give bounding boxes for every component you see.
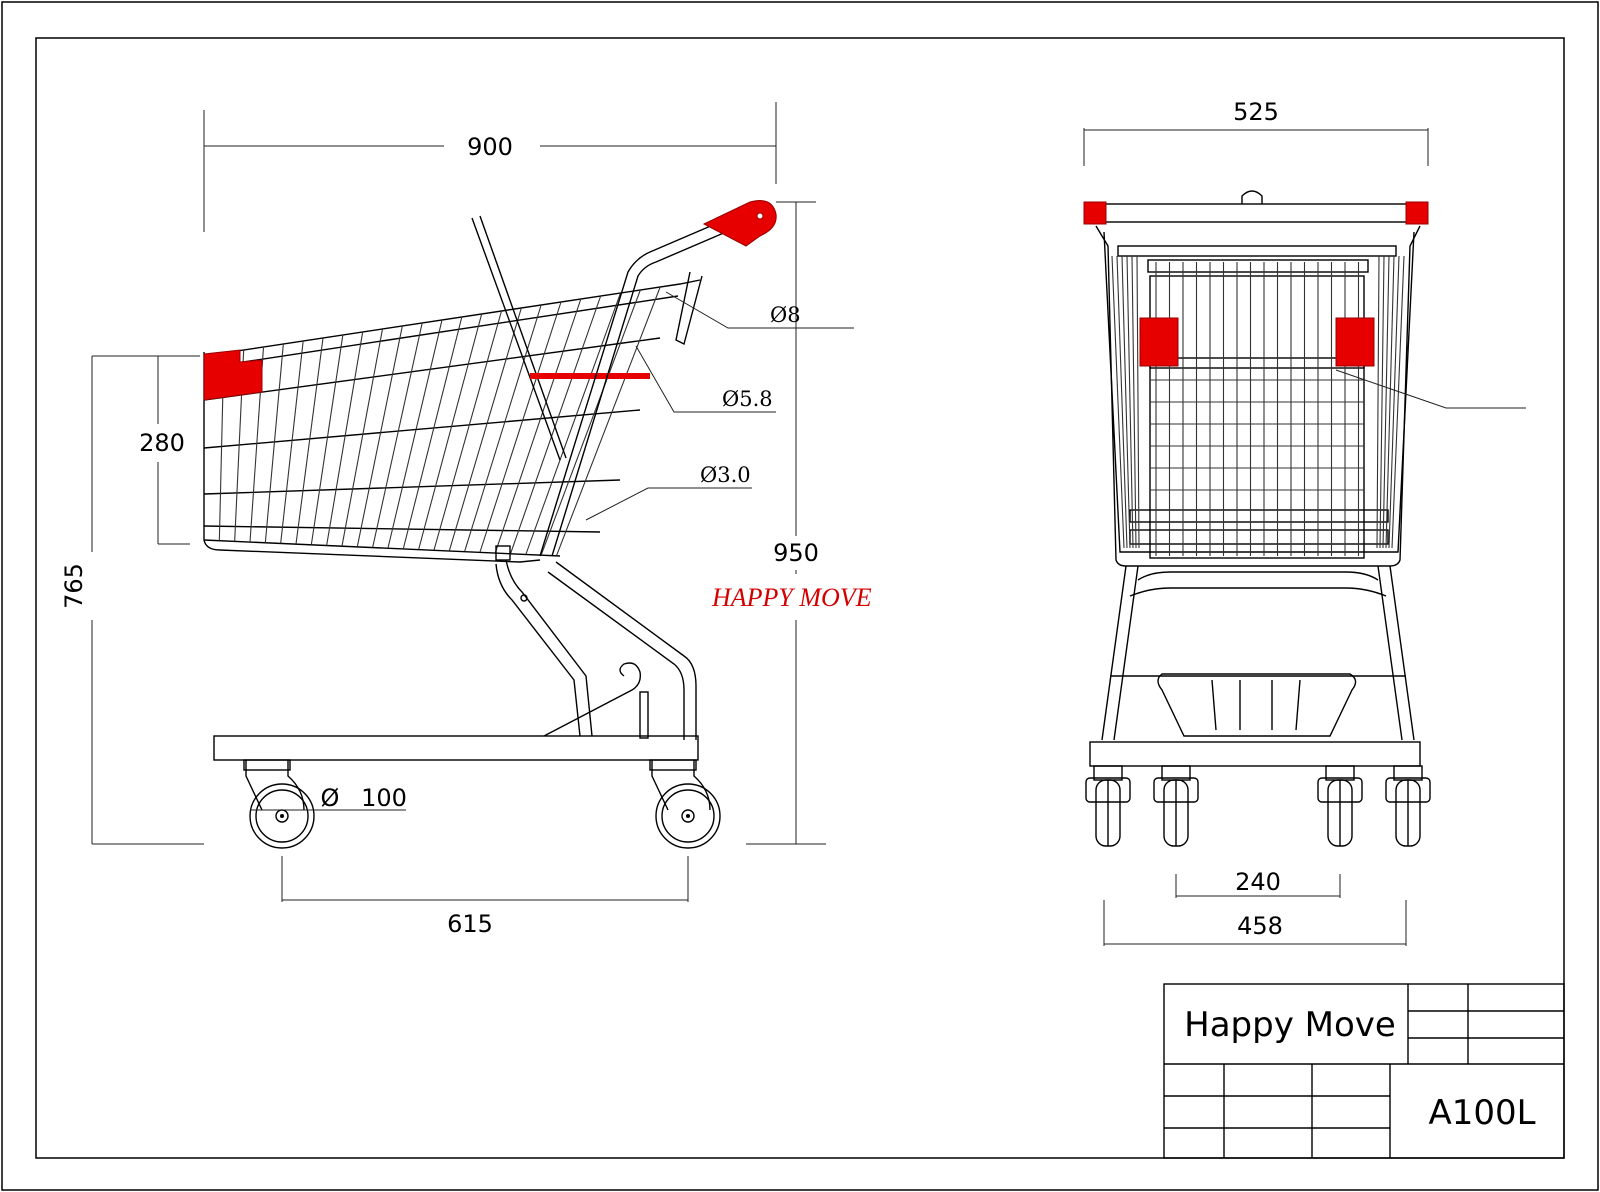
side-basket-wire <box>418 313 483 550</box>
side-basket-wire <box>433 310 503 551</box>
front-dimensions: 525 240 458 <box>1083 98 1429 946</box>
wheel-dia-symbol: Ø <box>321 784 340 812</box>
front-basket <box>1095 225 1526 567</box>
dim-basket-height-label: 280 <box>139 429 185 457</box>
front-side-wire <box>1131 255 1137 549</box>
side-basket-wires <box>218 286 661 556</box>
title-block: Happy Move A100L <box>1163 983 1565 1159</box>
side-basket <box>203 215 701 563</box>
side-basket-wire <box>479 301 562 553</box>
dim-length-label: 900 <box>467 133 513 161</box>
dim-wheelbase-label: 615 <box>447 910 493 938</box>
front-side-wire <box>1385 255 1395 549</box>
side-basket-wire <box>372 322 423 548</box>
front-side-wire <box>1382 255 1390 549</box>
front-side-wire <box>1116 255 1128 549</box>
front-right-red-cap <box>1405 201 1429 225</box>
side-dimensions: 900 280 765 950 615 <box>60 102 854 938</box>
dim-total-height-label: 950 <box>773 539 819 567</box>
front-left-red-block <box>1139 317 1179 367</box>
side-basket-wire <box>310 334 344 545</box>
side-base-tray <box>213 735 699 761</box>
side-basket-wire <box>280 340 304 544</box>
title-block-model: A100L <box>1428 1093 1535 1133</box>
side-basket-wire <box>556 286 661 556</box>
dim-width-label: 525 <box>1233 98 1279 126</box>
front-right-red-block <box>1335 317 1375 367</box>
side-basket-wire <box>525 292 622 555</box>
dim-inner-wheels-label: 240 <box>1235 868 1281 896</box>
side-view: 900 280 765 950 615 <box>60 102 872 938</box>
side-basket-wire <box>264 343 284 543</box>
side-front-wheel <box>649 759 721 849</box>
front-side-wire <box>1126 255 1134 549</box>
front-caster-3 <box>1317 765 1363 847</box>
drawing-frame <box>35 37 1565 1159</box>
front-left-red-cap <box>1083 201 1107 225</box>
side-basket-wire <box>326 331 364 546</box>
dim-outer-wheels-label: 458 <box>1237 912 1283 940</box>
side-basket-wire <box>464 304 542 552</box>
front-side-wire <box>1388 255 1400 549</box>
front-handle-bar <box>1083 190 1429 225</box>
side-basket-wire <box>387 319 443 549</box>
front-caster-1 <box>1085 765 1131 847</box>
front-view: 525 240 458 <box>1083 98 1526 946</box>
callout-wire-3-0: Ø3.0 <box>700 463 751 487</box>
side-basket-wire <box>341 328 384 547</box>
side-push-handle <box>539 200 777 557</box>
side-chassis <box>213 545 699 761</box>
front-casters <box>1085 765 1431 847</box>
side-basket-wire <box>494 298 582 553</box>
front-side-wire <box>1136 255 1140 549</box>
front-side-wire <box>1121 255 1131 549</box>
front-basket-wires <box>1111 255 1405 556</box>
side-handle-red-grip <box>702 200 777 247</box>
front-side-wire <box>1379 255 1385 549</box>
side-basket-wire <box>295 337 324 545</box>
brand-mark: HAPPY MOVE <box>711 583 872 612</box>
side-rear-wheel <box>243 759 315 849</box>
title-block-title: Happy Move <box>1184 1005 1396 1045</box>
dim-base-height-label: 765 <box>60 563 88 609</box>
side-basket-wire <box>540 289 641 555</box>
side-basket-wire <box>402 316 463 549</box>
front-side-wire <box>1376 255 1380 549</box>
side-basket-wire <box>448 307 522 551</box>
dim-wheel-label: 100 <box>361 784 407 812</box>
side-red-crossbar <box>530 373 650 379</box>
side-rear-red-cap <box>203 349 263 401</box>
callout-wire-5-8: Ø5.8 <box>722 387 773 411</box>
front-side-wire <box>1111 255 1125 549</box>
front-side-wire <box>1391 255 1405 549</box>
callout-wire-8: Ø8 <box>770 303 801 327</box>
front-caster-4 <box>1385 765 1431 847</box>
side-basket-wire <box>356 325 403 547</box>
front-caster-2 <box>1153 765 1199 847</box>
side-basket-wire <box>510 295 602 554</box>
front-frame <box>1089 565 1421 767</box>
